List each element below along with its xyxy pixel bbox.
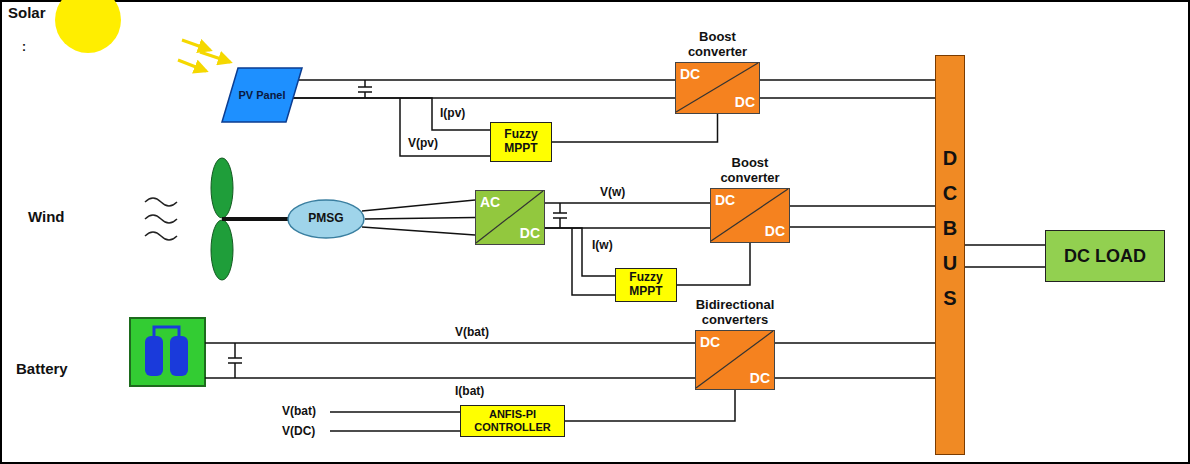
node-text: DC (700, 334, 720, 350)
source-label: Wind (28, 208, 65, 225)
battery-wires (205, 343, 695, 378)
wind-wave (145, 198, 177, 206)
wire-connector (965, 245, 1045, 267)
wire (559, 203, 561, 213)
wire (234, 363, 236, 378)
source-label: Battery (16, 360, 68, 377)
wire-connector (760, 80, 935, 98)
turbine-shaft (222, 217, 288, 221)
wire-connector (790, 206, 935, 227)
node-text: Bidirectional converters (685, 298, 785, 328)
converter-box: Bidirectional convertersDCDC (695, 330, 775, 390)
source-label: Solar (8, 4, 46, 21)
wire (330, 411, 460, 413)
wire (364, 80, 366, 87)
wire-connector (552, 114, 718, 142)
diagonal-line (476, 191, 543, 243)
node-text: DC (735, 94, 755, 110)
rectifier-box: AC DC (475, 190, 545, 245)
wire-connector (545, 203, 710, 228)
diagonal-line (676, 63, 758, 112)
wire (205, 377, 695, 379)
sun (55, 0, 121, 53)
capacitor-symbol (358, 80, 372, 98)
battery-cell (145, 336, 163, 376)
wire-connector (775, 343, 935, 378)
node-text: DC (680, 66, 700, 82)
signal-label: V(pv) (408, 136, 438, 150)
sun-ray (182, 40, 210, 50)
wire (330, 430, 460, 432)
converter-box: Boost converterDCDC (675, 62, 760, 114)
signal-label: I(bat) (455, 384, 484, 398)
wind-wave (145, 232, 177, 240)
load-box: DC LOAD (1045, 230, 1165, 282)
signal-label: V(bat) (282, 404, 316, 418)
sun-rays (178, 40, 230, 71)
diagonal-line (696, 331, 773, 388)
signal-label: V(bat) (455, 325, 489, 339)
plate (358, 86, 372, 88)
wire (205, 342, 695, 344)
controller-box: Fuzzy MPPT (490, 122, 552, 162)
node-text: Boost converter (678, 30, 758, 60)
turbine-blade (211, 158, 233, 218)
generator-ellipse: PMSG (287, 199, 365, 239)
node-text: DC (715, 192, 735, 208)
plate (553, 217, 567, 219)
battery-cell (170, 336, 188, 376)
signal-label: I(pv) (440, 106, 465, 120)
signal-label: I(w) (592, 238, 613, 252)
turbine-blade (211, 220, 233, 280)
node-text: DC (765, 223, 785, 239)
plate (228, 362, 242, 364)
wire-connector (545, 228, 615, 295)
plate (228, 357, 242, 359)
signal-label: V(w) (600, 185, 625, 199)
dc-bus-bar: D C B U S (935, 55, 965, 455)
sun-ray (178, 60, 206, 71)
node-text: DC (520, 225, 540, 241)
wire-connector (286, 98, 490, 156)
panel-outline (222, 68, 302, 122)
wire-connector (565, 390, 735, 421)
battery-housing (130, 318, 205, 386)
plate (358, 91, 372, 93)
wire-connector (677, 243, 750, 285)
node-text: Fuzzy MPPT (620, 271, 672, 299)
node-text: Fuzzy MPPT (495, 128, 547, 156)
node-text: D C B U S (940, 141, 960, 316)
battery-link (154, 327, 179, 336)
wire-connector (286, 80, 675, 98)
signal-label: : (22, 40, 26, 54)
pv-panel: PV Panel (222, 68, 302, 122)
node-text: DC (750, 370, 770, 386)
wire (559, 218, 561, 228)
node-text: PV Panel (238, 89, 285, 102)
controller-inputs (330, 412, 460, 431)
node-text: DC LOAD (1064, 246, 1146, 267)
plate (553, 212, 567, 214)
capacitor-symbol (228, 343, 242, 378)
wind-wave (145, 215, 177, 223)
wind-waves (145, 198, 177, 240)
controller-box: Fuzzy MPPT (615, 268, 677, 302)
diagonal-line (711, 189, 788, 241)
sun-ray (200, 52, 230, 62)
wire (234, 343, 236, 358)
wire (364, 92, 366, 98)
node-text: PMSG (308, 212, 343, 226)
signal-label: V(DC) (282, 424, 315, 438)
controller-box: ANFIS-PI CONTROLLER (460, 405, 565, 437)
wire-connector (362, 200, 475, 235)
node-text: ANFIS-PI CONTROLLER (465, 408, 560, 433)
node-text: AC (480, 194, 500, 210)
converter-box: Boost converterDCDC (710, 188, 790, 243)
capacitor-symbol (553, 203, 567, 228)
node-text: Boost converter (710, 156, 790, 186)
ellipse-outline (288, 200, 364, 238)
